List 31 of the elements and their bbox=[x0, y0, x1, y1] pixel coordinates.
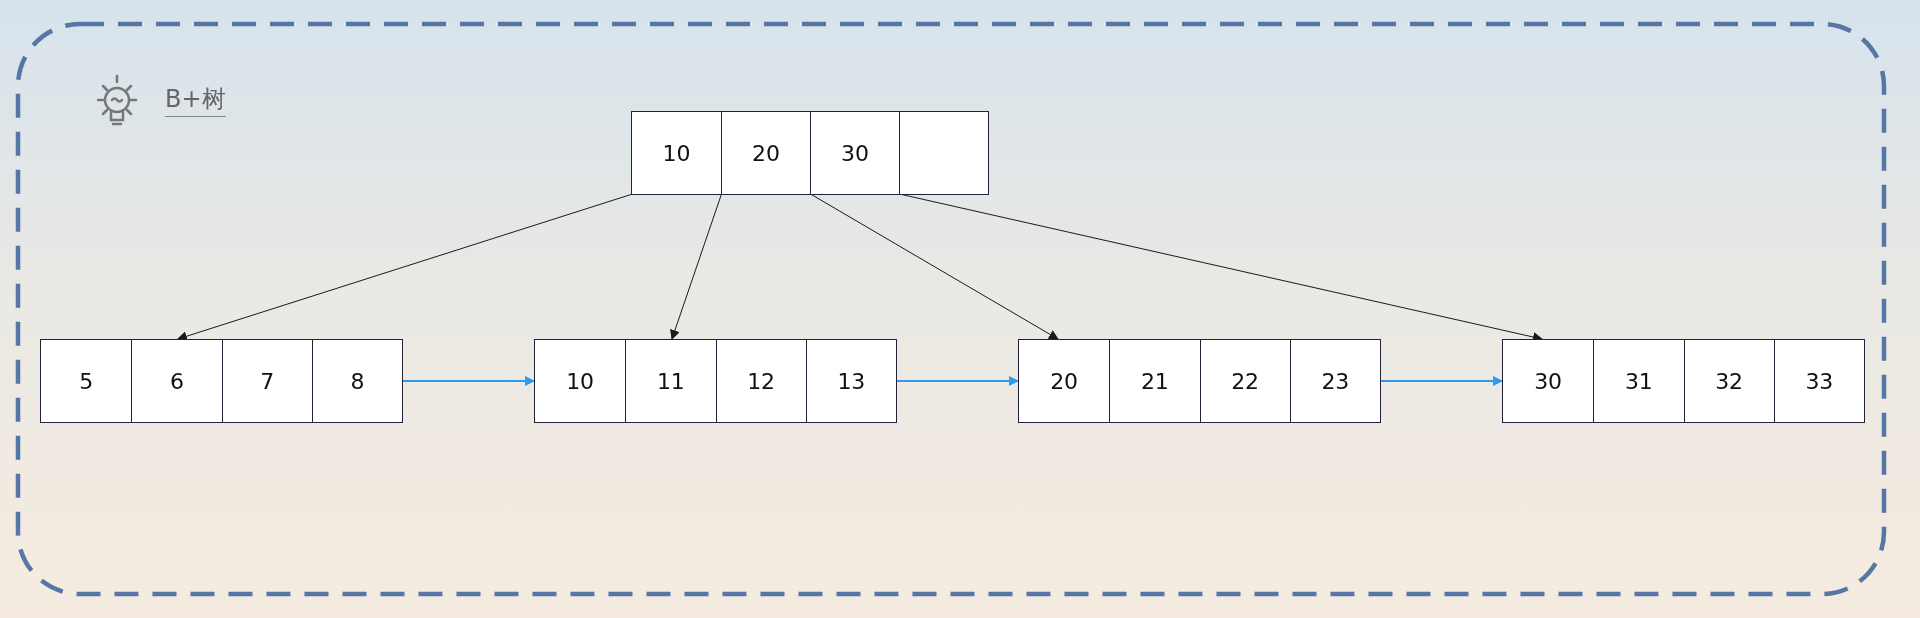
key-value: 12 bbox=[747, 368, 776, 394]
key-value: 23 bbox=[1321, 368, 1350, 394]
arrow bbox=[670, 193, 722, 340]
arrow bbox=[177, 193, 633, 342]
node-record bbox=[534, 339, 897, 423]
key-value: 10 bbox=[662, 140, 691, 166]
key-value: 22 bbox=[1231, 368, 1260, 394]
key-value: 20 bbox=[1050, 368, 1079, 394]
key-value: 11 bbox=[656, 368, 685, 394]
key-value: 31 bbox=[1624, 368, 1653, 394]
node-record bbox=[40, 339, 403, 423]
key-value: 13 bbox=[837, 368, 866, 394]
key-value: 10 bbox=[566, 368, 595, 394]
node-record bbox=[631, 111, 989, 195]
key-value: 33 bbox=[1805, 368, 1834, 394]
key-value: 5 bbox=[79, 368, 94, 394]
key-value: 32 bbox=[1715, 368, 1744, 394]
arrow bbox=[897, 376, 1019, 386]
arrow bbox=[403, 376, 535, 386]
key-value: 6 bbox=[169, 368, 184, 394]
node-record bbox=[1502, 339, 1865, 423]
arrow bbox=[810, 193, 1059, 340]
key-value: 21 bbox=[1140, 368, 1169, 394]
key-value: 30 bbox=[1534, 368, 1563, 394]
key-value: 7 bbox=[260, 368, 275, 394]
arrow bbox=[1381, 376, 1503, 386]
title: B+树 bbox=[165, 84, 226, 117]
key-value: 20 bbox=[752, 140, 780, 166]
key-value: 30 bbox=[841, 140, 869, 166]
node-record bbox=[1018, 339, 1381, 423]
key-value: 8 bbox=[350, 368, 365, 394]
